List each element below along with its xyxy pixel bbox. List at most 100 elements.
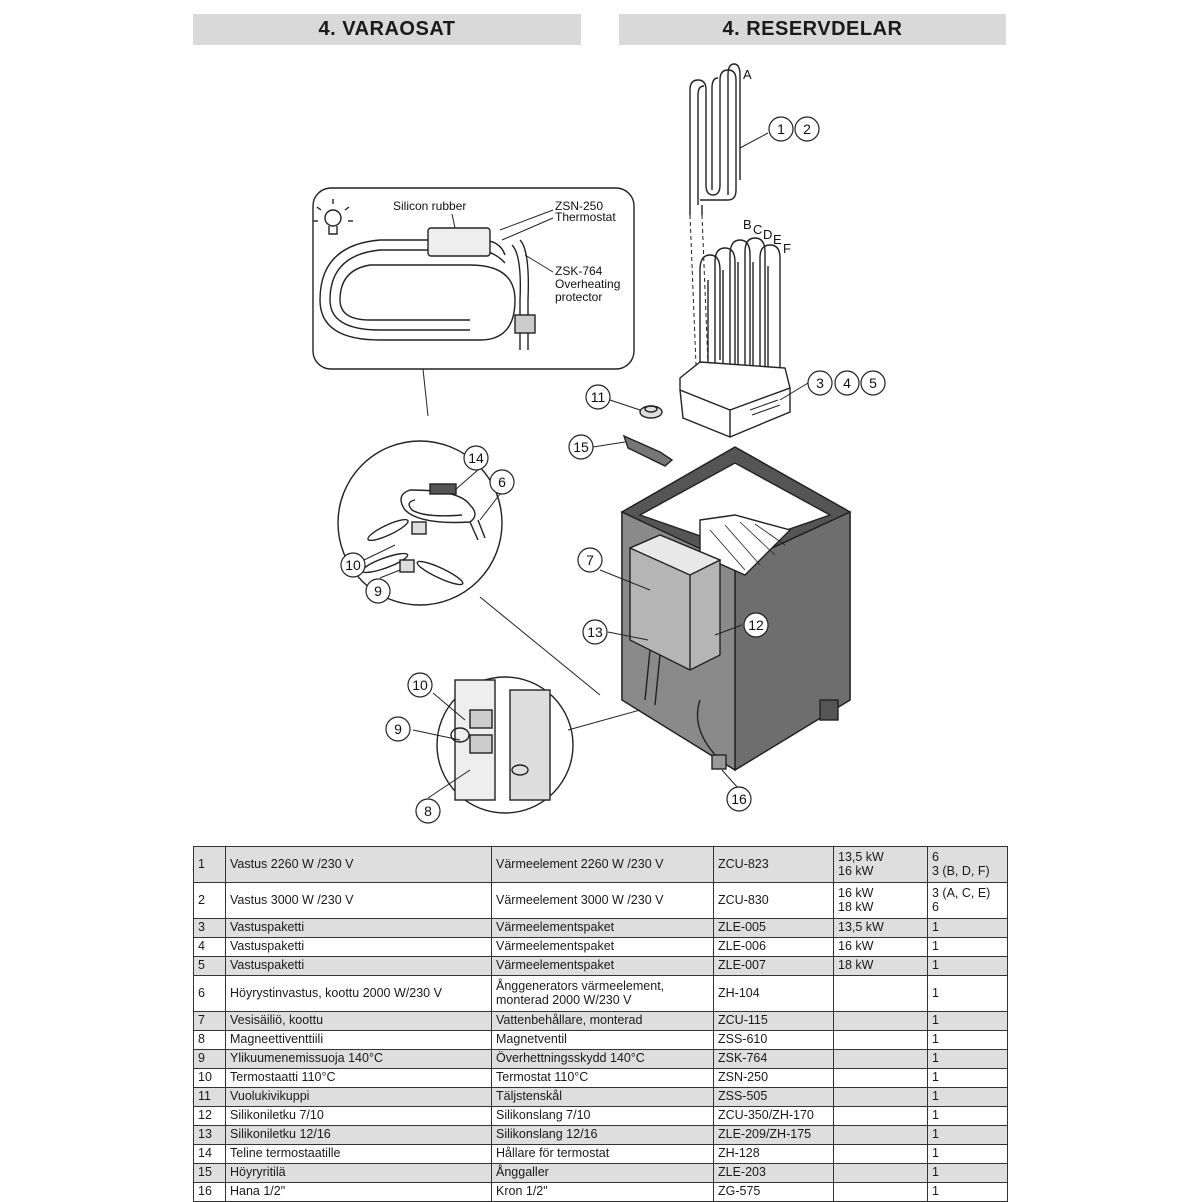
callout-9-detail: 9 [385,716,411,742]
part-quantity: 1 [927,1106,1008,1126]
part-code: ZLE-005 [713,918,834,938]
part-name-fi: Höyrystinvastus, koottu 2000 W/230 V [225,975,492,1012]
heading-fi: 4. VARAOSAT [193,14,581,45]
part-number: 3 [193,918,226,938]
part-code: ZLE-209/ZH-175 [713,1125,834,1145]
callout-3: 3 [807,370,833,396]
part-power-line: 18 kW [838,958,874,973]
part-power-line: 16 kW [838,939,874,954]
part-name-fi: Vastus 2260 W /230 V [225,846,492,883]
part-quantity-line: 1 [932,1013,939,1028]
part-quantity: 1 [927,956,1008,976]
part-power [833,1125,928,1145]
part-code: ZH-104 [713,975,834,1012]
part-power [833,1087,928,1107]
part-name-sv: Värmeelement 2260 W /230 V [491,846,714,883]
part-code: ZSS-610 [713,1030,834,1050]
callout-13: 13 [582,619,608,645]
svg-text:9: 9 [374,583,382,599]
part-number: 15 [193,1163,226,1183]
part-name-sv: Värmeelementspaket [491,918,714,938]
part-name-sv: Termostat 110°C [491,1068,714,1088]
part-quantity: 1 [927,1030,1008,1050]
part-name-sv: Täljstenskål [491,1087,714,1107]
thermostat-bracket-drawing [319,227,536,350]
spare-parts-diagram: Silicon rubber ZSN-250 Thermostat ZSK-76… [312,63,886,824]
part-name-fi: Hana 1/2" [225,1182,492,1202]
part-quantity-line: 1 [932,1051,939,1066]
part-code: ZCU-115 [713,1011,834,1031]
svg-text:9: 9 [394,721,402,737]
part-quantity-line: 1 [932,1165,939,1180]
heater-body [620,446,852,772]
callout-6: 6 [489,469,515,495]
part-name-fi: Höyryritilä [225,1163,492,1183]
part-power [833,1106,928,1126]
part-name-sv: Magnetventil [491,1030,714,1050]
callout-16: 16 [726,786,752,812]
part-name-sv: Värmeelement 3000 W /230 V [491,882,714,919]
part-name-fi: Vastuspaketti [225,937,492,957]
part-number: 9 [193,1049,226,1069]
part-code: ZCU-823 [713,846,834,883]
part-quantity-line: 1 [932,939,939,954]
callout-14: 14 [463,445,489,471]
callout-7: 7 [577,547,603,573]
part-number: 6 [193,975,226,1012]
part-power [833,1030,928,1050]
part-quantity-line: 3 (A, C, E) [932,886,991,900]
label-zsk-code: ZSK-764 [555,264,603,278]
element-letter-b: B [743,217,752,232]
part-quantity: 1 [927,1163,1008,1183]
part-quantity-line: 1 [932,1108,939,1123]
part-quantity: 1 [927,1087,1008,1107]
part-quantity-line: 1 [932,1070,939,1085]
part-name-fi: Ylikuumenemissuoja 140°C [225,1049,492,1069]
part-code: ZSN-250 [713,1068,834,1088]
part-quantity: 1 [927,1049,1008,1069]
part-name-sv: Hållare för termostat [491,1144,714,1164]
element-letter-d: D [763,227,772,242]
callout-8: 8 [415,798,441,824]
svg-text:2: 2 [803,121,811,137]
callout-11: 11 [585,384,611,410]
part-quantity-line: 6 [932,899,939,914]
element-letter-c: C [753,222,762,237]
part-quantity: 1 [927,1125,1008,1145]
svg-text:5: 5 [869,375,877,391]
callout-15: 15 [568,434,594,460]
part-code: ZLE-203 [713,1163,834,1183]
label-zsk-line2: protector [555,290,602,304]
part-power-line: 13,5 kW [838,850,884,864]
part-name-sv: Ånggaller [491,1163,714,1183]
part-name-sv: Silikonslang 12/16 [491,1125,714,1145]
svg-text:16: 16 [731,791,747,807]
part-quantity-line: 3 (B, D, F) [932,863,990,878]
part-quantity: 1 [927,918,1008,938]
part-power-line: 16 kW [838,863,874,878]
callout-2: 2 [794,116,820,142]
part-quantity-line: 1 [932,1127,939,1142]
part-code: ZH-128 [713,1144,834,1164]
part-number: 12 [193,1106,226,1126]
part-code: ZG-575 [713,1182,834,1202]
part-number: 5 [193,956,226,976]
svg-text:3: 3 [816,375,824,391]
part-quantity: 1 [927,1182,1008,1202]
svg-text:14: 14 [468,450,484,466]
part-number: 1 [193,846,226,883]
part-name-fi: Vastuspaketti [225,918,492,938]
label-zsn-name: Thermostat [555,210,616,224]
